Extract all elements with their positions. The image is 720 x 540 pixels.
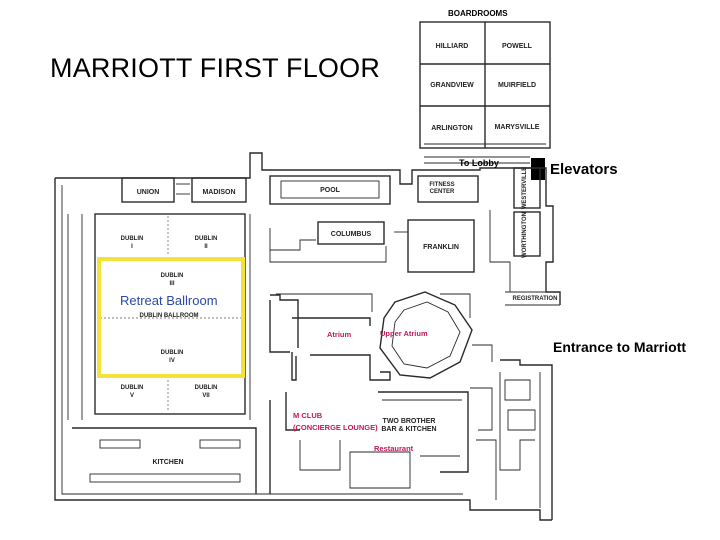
room-dublin-vii-num: VII (202, 393, 210, 399)
room-westerville[interactable]: WESTERVILLE (522, 167, 528, 210)
room-dublin-ballroom[interactable]: DUBLIN BALLROOM (140, 313, 199, 319)
room-dublin-iv[interactable]: DUBLIN (161, 350, 184, 356)
room-dublin-iii-num: III (169, 281, 174, 287)
room-kitchen[interactable]: KITCHEN (152, 459, 183, 466)
southeast-walls (470, 387, 497, 500)
entrance-label: Entrance to Marriott (553, 339, 687, 355)
m-club-label: M CLUB (293, 411, 323, 420)
page-title: MARRIOTT FIRST FLOOR (50, 53, 381, 83)
two-brother-bar[interactable]: TWO BROTHER (383, 418, 436, 425)
franklin-area: FRANKLIN (394, 219, 475, 273)
room-fitness-center[interactable]: FITNESS (429, 182, 454, 188)
room-dublin-ii-num: II (204, 244, 208, 250)
atrium-area (269, 291, 493, 381)
pool-area: POOL (269, 175, 391, 205)
union-madison-rooms: UNION MADISON (121, 177, 247, 203)
boardrooms-block: HILLIARD POWELL GRANDVIEW MUIRFIELD ARLI… (419, 21, 551, 149)
dublin-complex: DUBLIN I DUBLIN II DUBLIN III DUBLIN BAL… (67, 213, 251, 420)
fitness-area: FITNESS CENTER (417, 175, 479, 203)
boardroom-powell[interactable]: POWELL (502, 43, 533, 50)
retreat-ballroom-highlight[interactable] (97, 257, 245, 378)
atrium-label: Atrium (327, 330, 352, 339)
room-columbus[interactable]: COLUMBUS (331, 231, 372, 238)
room-dublin-iv-num: IV (169, 358, 175, 364)
room-dublin-v[interactable]: DUBLIN (121, 385, 144, 391)
boardroom-muirfield[interactable]: MUIRFIELD (498, 82, 536, 89)
westerville-worthington: WESTERVILLE WORTHINGTON (489, 167, 541, 292)
room-dublin-iii[interactable]: DUBLIN (161, 273, 184, 279)
retreat-ballroom-label[interactable]: Retreat Ballroom (120, 293, 218, 308)
registration-desk[interactable]: REGISTRATION (513, 296, 558, 302)
boardroom-marysville[interactable]: MARYSVILLE (495, 124, 540, 131)
upper-atrium-label: Upper Atrium (380, 329, 428, 338)
boardrooms-heading: BOARDROOMS (448, 9, 508, 18)
room-worthington[interactable]: WORTHINGTON (522, 212, 528, 258)
room-madison[interactable]: MADISON (202, 189, 235, 196)
room-union[interactable]: UNION (137, 189, 160, 196)
room-franklin[interactable]: FRANKLIN (423, 244, 459, 251)
boardroom-hilliard[interactable]: HILLIARD (436, 43, 469, 50)
elevators-label: Elevators (550, 161, 618, 178)
room-dublin-v-num: V (130, 393, 134, 399)
boardroom-arlington[interactable]: ARLINGTON (431, 125, 472, 132)
room-pool[interactable]: POOL (320, 187, 341, 194)
room-dublin-i-num: I (131, 244, 133, 250)
room-dublin-i[interactable]: DUBLIN (121, 236, 144, 242)
building-outline (54, 152, 561, 521)
two-brother-bar-line2: BAR & KITCHEN (381, 426, 436, 433)
room-fitness-center-line2: CENTER (430, 189, 455, 195)
boardroom-grandview[interactable]: GRANDVIEW (430, 82, 474, 89)
room-dublin-vii[interactable]: DUBLIN (195, 385, 218, 391)
elevator-marker (531, 158, 545, 180)
lobby-corridor (424, 156, 530, 164)
restaurant-label: Restaurant (374, 444, 414, 453)
registration-area: REGISTRATION (505, 291, 560, 306)
to-lobby-label: To Lobby (459, 158, 499, 168)
concierge-lounge-label: (CONCIERGE LOUNGE) (293, 423, 378, 432)
kitchen-area: KITCHEN (72, 427, 257, 494)
mclub-restaurant-area: TWO BROTHER BAR & KITCHEN (269, 391, 469, 494)
room-dublin-ii[interactable]: DUBLIN (195, 236, 218, 242)
columbus-area: COLUMBUS (269, 221, 387, 263)
